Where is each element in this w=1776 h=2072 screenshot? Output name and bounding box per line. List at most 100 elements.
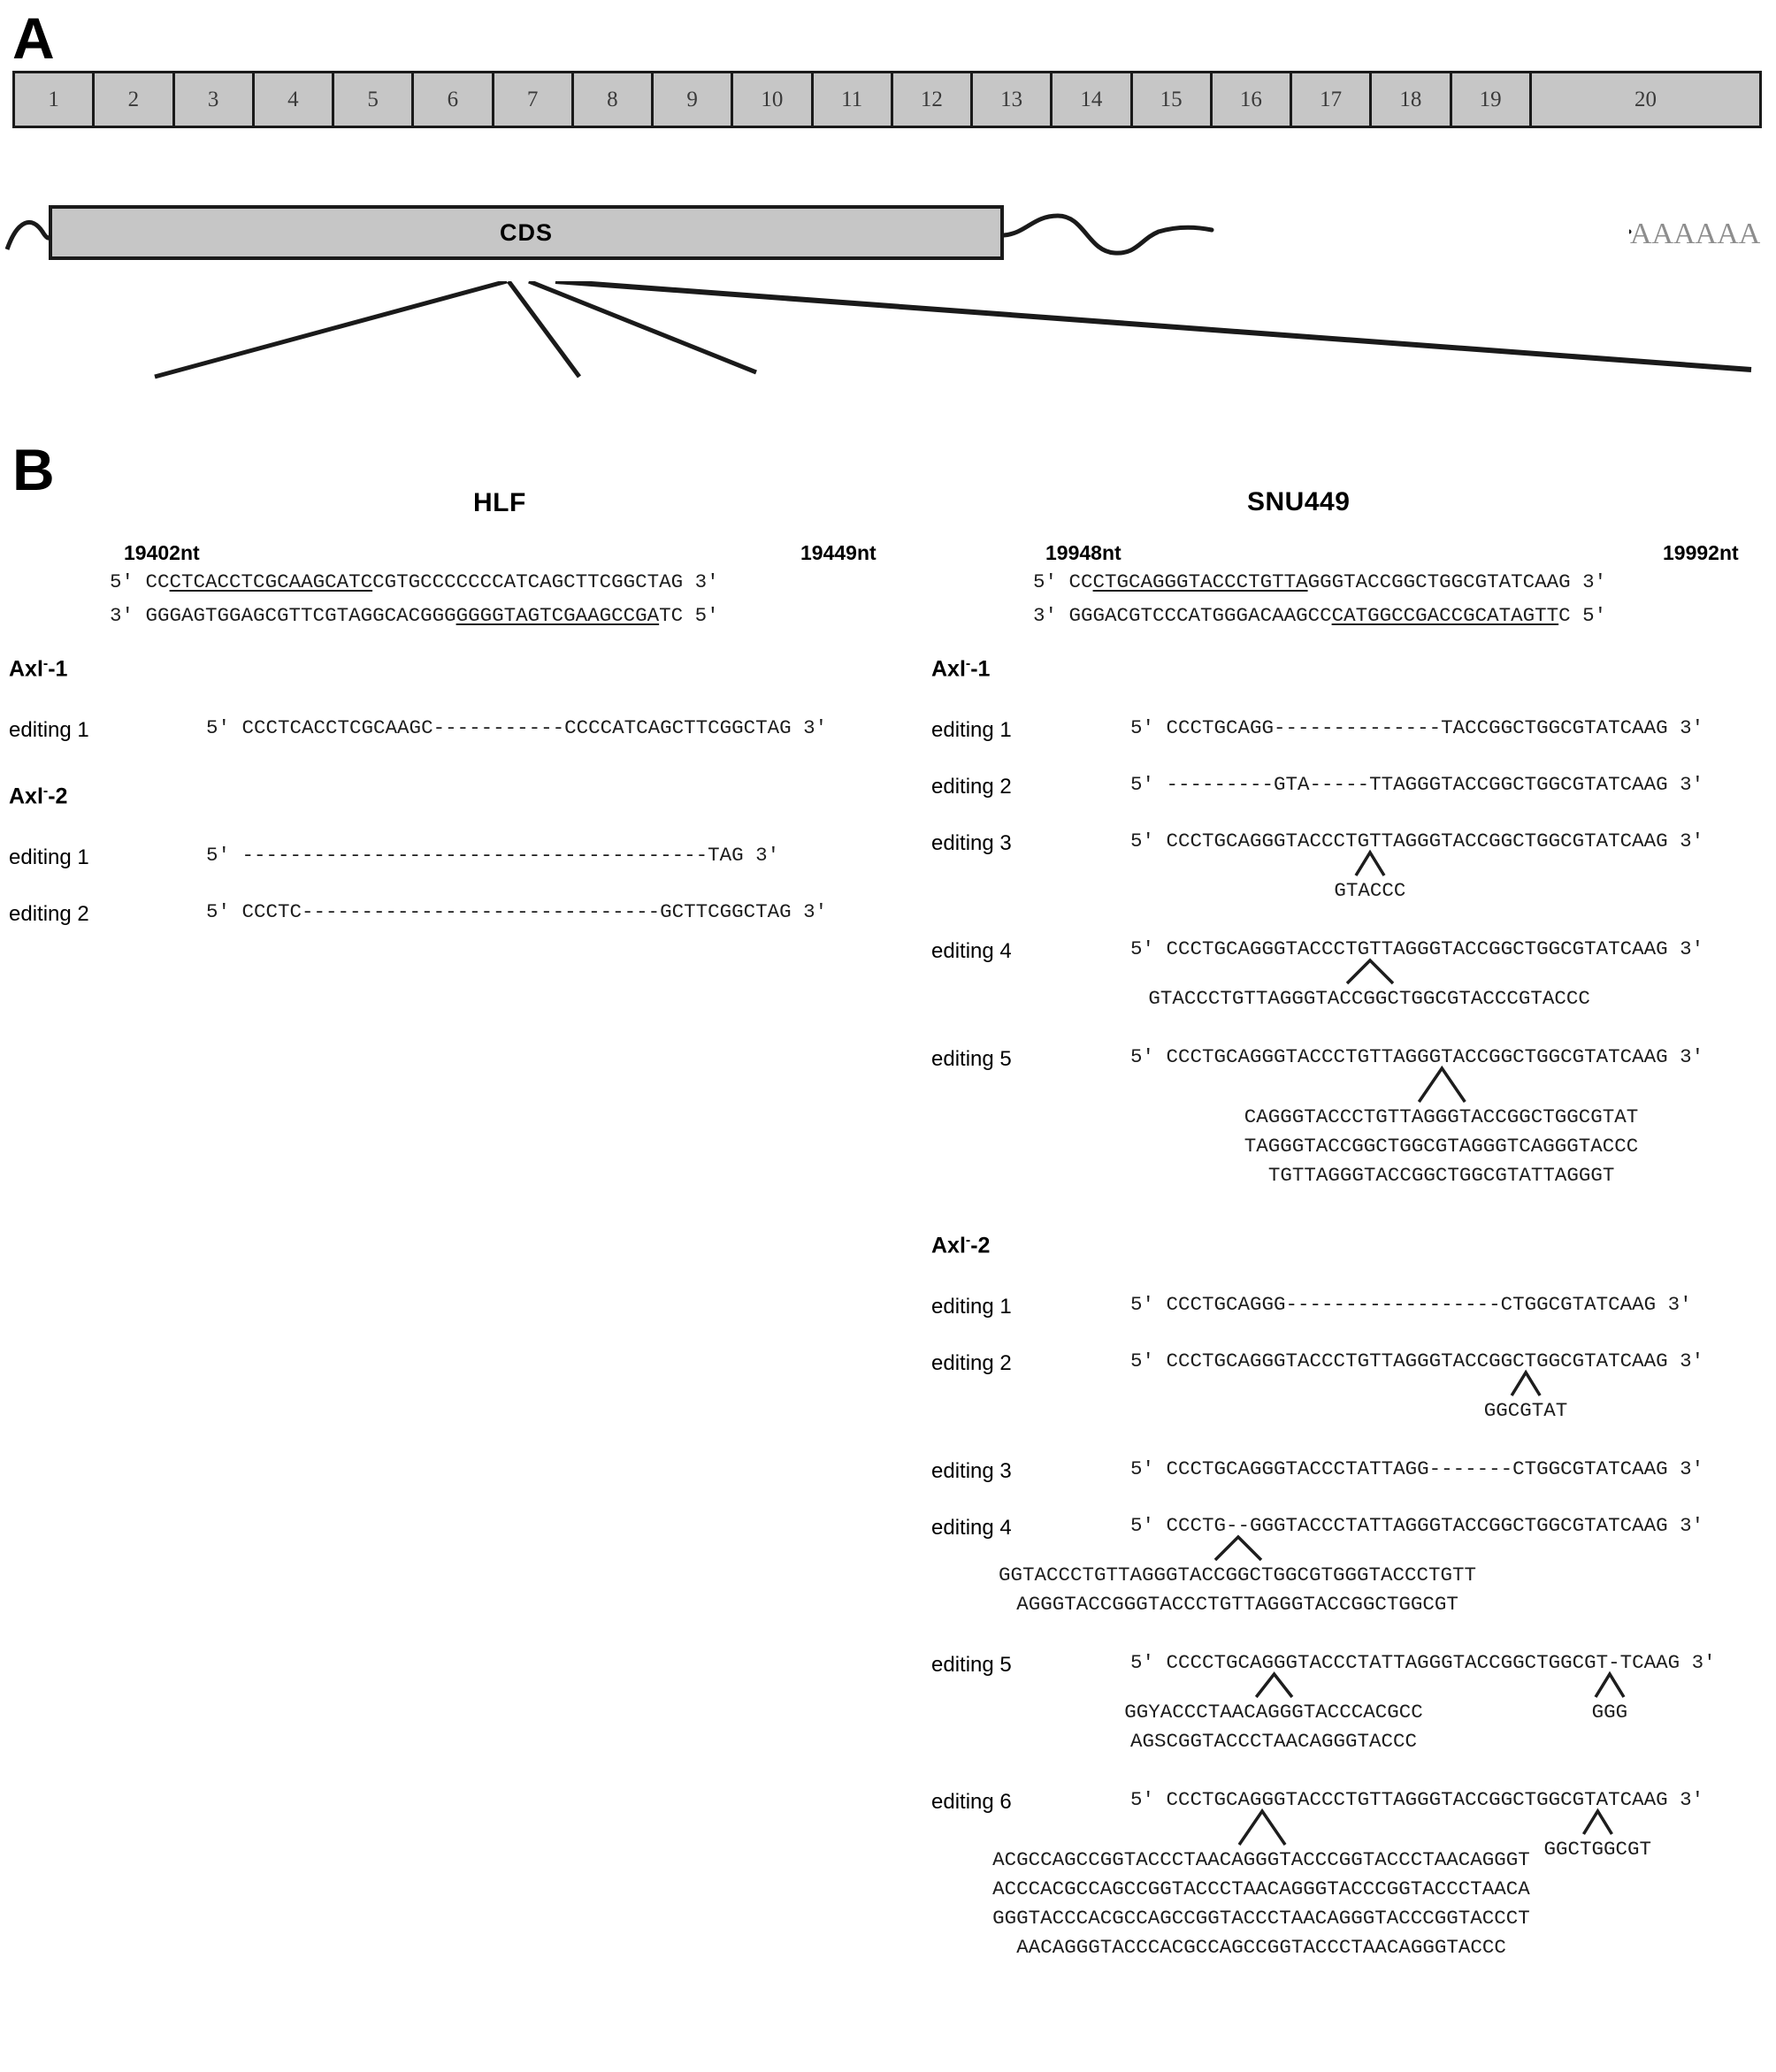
- group-name-base: Axl: [9, 656, 43, 682]
- inserted-sequence: GGG: [1591, 1701, 1628, 1724]
- editing-label: editing 1: [931, 718, 1012, 742]
- seq-plain: GGGAGTGGAGCGTTCGTAGGCACGGG: [145, 604, 456, 627]
- sequence-text: CCCTGCAGGGTACCCTGTTAGGGTACCGGCTGGCGTATCA…: [1166, 1349, 1668, 1372]
- editing-label: editing 4: [931, 939, 1012, 963]
- inserted-sequence: TGTTAGGGTACCGGCTGGCGTATTAGGGT: [1267, 1164, 1615, 1187]
- exon-number: 11: [841, 87, 863, 111]
- hlf-reference-bottom-strand: 3' GGGAGTGGAGCGTTCGTAGGCACGGGGGGGTAGTCGA…: [110, 604, 719, 627]
- inserted-sequence: CAGGGTACCCTGTTAGGGTACCGGCTGGCGTAT: [1244, 1105, 1639, 1128]
- inserted-sequence: GTACCC: [1334, 879, 1406, 902]
- snu449-reference-top-strand: 5' CCCTGCAGGGTACCCTGTTAGGGTACCGGCTGGCGTA…: [1033, 570, 1606, 593]
- exon-number: 7: [526, 87, 539, 111]
- inserted-sequence: AACAGGGTACCCACGCCAGCCGGTACCCTAACAGGGTACC…: [1016, 1936, 1506, 1959]
- sequence-text: CCCTCACCTCGCAAGC-----------CCCCATCAGCTTC…: [241, 716, 792, 739]
- exon-number: 1: [48, 87, 59, 111]
- editing-label: editing 1: [9, 845, 89, 869]
- group-name-suffix: -2: [970, 1233, 991, 1258]
- prime3: 3': [1680, 1349, 1704, 1372]
- exon-number: 2: [127, 87, 140, 111]
- prime5: 5': [206, 844, 231, 867]
- inserted-sequence: GTACCCTGTTAGGGTACCGGCTGGCGTACCCGTACCC: [1148, 987, 1590, 1010]
- prime5: 5': [1582, 604, 1607, 627]
- group-name-superscript: -: [42, 784, 49, 799]
- exon-box-7: 7: [494, 73, 574, 126]
- prime3: 3': [1680, 1457, 1704, 1480]
- snu449-end-nt: 19992nt: [1663, 541, 1739, 564]
- sgrna-target-underline: CTCACCTCGCAAGCATC: [169, 570, 373, 593]
- exon-box-14: 14: [1053, 73, 1133, 126]
- mrna-right-squiggle-icon: [1001, 213, 1632, 256]
- editing-label: editing 1: [9, 718, 89, 742]
- exon-box-6: 6: [414, 73, 494, 126]
- seq-plain: C: [1558, 604, 1571, 627]
- sequence-text: ---------GTA-----TTAGGGTACCGGCTGGCGTATCA…: [1166, 773, 1668, 796]
- inserted-sequence: GGTACCCTGTTAGGGTACCGGCTGGCGTGGGTACCCTGTT: [998, 1564, 1477, 1586]
- connector-hlf-left: [154, 281, 508, 379]
- group-name-suffix: -1: [970, 656, 991, 682]
- seq-plain: CC: [145, 570, 170, 593]
- exon-number: 17: [1320, 87, 1343, 111]
- prime3: 3': [1680, 773, 1704, 796]
- alignment-sequence: 5' CCCTGCAGGGTACCCTATTAGG-------CTGGCGTA…: [1130, 1457, 1703, 1480]
- exon-box-10: 10: [733, 73, 814, 126]
- editing-label: editing 1: [931, 1295, 1012, 1319]
- sequence-text: CCCCTGCAGGGTACCCTATTAGGGTACCGGCTGGCGT-TC…: [1166, 1651, 1680, 1674]
- group-name-superscript: -: [42, 656, 49, 671]
- exon-number: 8: [607, 87, 618, 111]
- exon-box-1: 1: [15, 73, 96, 126]
- pam-underline: GGGGTAGTCGAAGCCGA: [455, 604, 660, 627]
- snu449-reference-bottom-strand: 3' GGGACGTCCCATGGGACAAGCCCATGGCCGACCGCAT…: [1033, 604, 1606, 627]
- exon-number: 9: [686, 87, 698, 111]
- sequence-text: CCCTGCAGGGTACCCTGTTAGGGTACCGGCTGGCGTATCA…: [1166, 830, 1668, 853]
- group-label-axl-1: Axl--1: [9, 656, 67, 682]
- editing-label: editing 2: [9, 902, 89, 926]
- group-label-axl-2: Axl--2: [9, 784, 67, 809]
- prime5: 5': [1130, 1788, 1155, 1811]
- exon-box-5: 5: [334, 73, 415, 126]
- polya-tail-label: AAAAAA: [1630, 218, 1761, 250]
- snu449-start-nt: 19948nt: [1045, 541, 1121, 564]
- prime5: 5': [1130, 830, 1155, 853]
- exon-number: 13: [1000, 87, 1023, 111]
- prime5: 5': [206, 716, 231, 739]
- panel-b-label: B: [12, 437, 55, 502]
- editing-label: editing 4: [931, 1516, 1012, 1540]
- alignment-sequence: 5' -------------------------------------…: [206, 844, 779, 867]
- editing-label: editing 6: [931, 1790, 1012, 1814]
- prime3: 3': [803, 716, 828, 739]
- column-title-snu449: SNU449: [1247, 487, 1351, 516]
- exon-box-13: 13: [973, 73, 1053, 126]
- alignment-sequence: 5' CCCTGCAGGGTACCCTGTTAGGGTACCGGCTGGCGTA…: [1130, 1788, 1703, 1811]
- exon-number: 6: [447, 87, 459, 111]
- mrna-left-squiggle-icon: [4, 220, 54, 250]
- prime5: 5': [1130, 1045, 1155, 1068]
- exon-number: 3: [207, 87, 219, 111]
- exon-number: 5: [367, 87, 379, 111]
- prime3: 3': [1582, 570, 1607, 593]
- prime3: 3': [694, 570, 719, 593]
- prime3: 3': [1667, 1293, 1692, 1316]
- exon-box-3: 3: [175, 73, 255, 126]
- seq-plain: CGTGCCCCCCCATCAGCTTCGGCTAG: [372, 570, 684, 593]
- alignment-sequence: 5' CCCTGCAGGGTACCCTGTTAGGGTACCGGCTGGCGTA…: [1130, 830, 1703, 853]
- group-name-suffix: -1: [48, 656, 68, 682]
- exon-number: 16: [1239, 87, 1262, 111]
- exon-box-15: 15: [1133, 73, 1213, 126]
- prime3: 3': [1680, 830, 1704, 853]
- sequence-text: CCCTGCAGGGTACCCTATTAGG-------CTGGCGTATCA…: [1166, 1457, 1668, 1480]
- alignment-sequence: 5' CCCCTGCAGGGTACCCTATTAGGGTACCGGCTGGCGT…: [1130, 1651, 1716, 1674]
- sequence-text: CCCTC------------------------------GCTTC…: [241, 900, 792, 923]
- prime5: 5': [1130, 1293, 1155, 1316]
- seq-plain: CC: [1068, 570, 1093, 593]
- editing-label: editing 5: [931, 1047, 1012, 1071]
- group-name-base: Axl: [931, 1233, 966, 1258]
- group-name-base: Axl: [9, 784, 43, 809]
- alignment-sequence: 5' CCCTGCAGG--------------TACCGGCTGGCGTA…: [1130, 716, 1703, 739]
- prime3: 3': [1680, 716, 1704, 739]
- connector-snu-left: [528, 281, 757, 375]
- sequence-text: CCCTGCAGGGTACCCTGTTAGGGTACCGGCTGGCGTATCA…: [1166, 1788, 1668, 1811]
